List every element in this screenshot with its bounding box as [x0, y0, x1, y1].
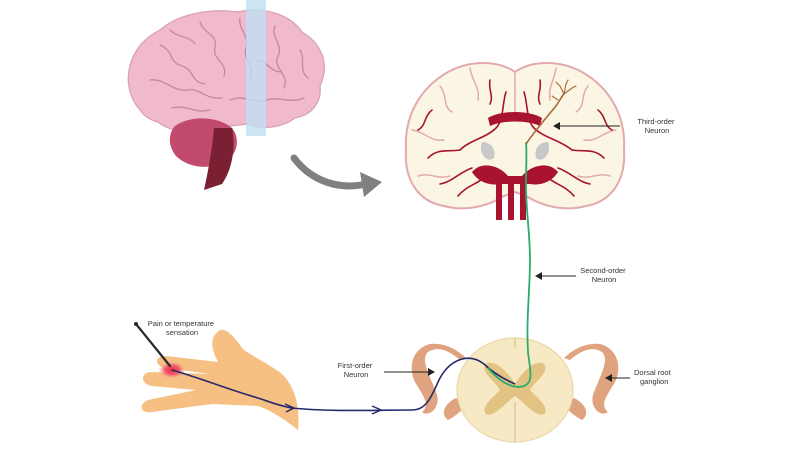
corpus-callosum — [488, 112, 542, 126]
first-order-arrowhead — [371, 405, 383, 415]
curved-arrow-icon — [290, 154, 370, 190]
brain-lateral-view — [127, 0, 325, 190]
hand — [141, 329, 299, 430]
brainstem-vessel — [508, 184, 514, 220]
basal-vessels — [472, 165, 558, 185]
sensation-label: Pain or temperature sensation — [148, 319, 216, 337]
coronal-brain-section — [404, 62, 626, 220]
ventricle-right — [535, 142, 550, 160]
needle-icon — [134, 322, 172, 368]
second-order-label: Second-order Neuron — [580, 266, 628, 284]
third-order-neuron-path — [525, 93, 565, 145]
third-order-dendrites — [551, 79, 577, 101]
coronal-slice-plane — [246, 0, 266, 136]
spinal-cord-section — [411, 337, 619, 443]
dorsal-root-label: Dorsal root ganglion — [634, 368, 673, 386]
third-order-label: Third-order Neuron — [637, 117, 676, 135]
first-order-neuron-path — [171, 357, 516, 412]
dorsal-root-ganglion-right — [564, 343, 619, 414]
brainstem-vessel — [496, 184, 502, 220]
second-order-neuron-path — [487, 141, 532, 388]
first-order-label: First-order Neuron — [338, 361, 375, 379]
brainstem — [204, 128, 234, 190]
brainstem-vessel — [520, 184, 526, 220]
dorsal-root-ganglion-left — [411, 343, 466, 414]
first-order-arrowhead — [284, 403, 296, 413]
ventricle-left — [480, 142, 495, 160]
cerebral-vessels — [417, 79, 613, 197]
